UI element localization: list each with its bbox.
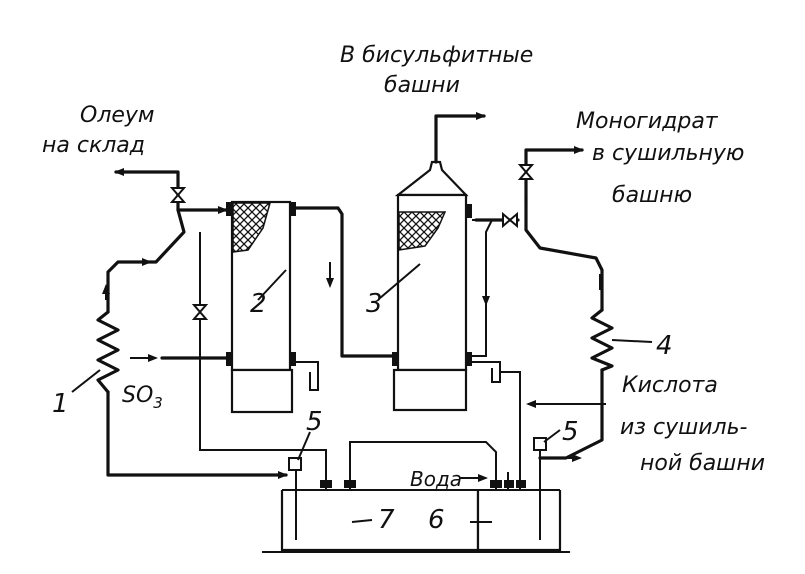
- absorber-2-tank: [230, 368, 294, 414]
- pipelines: [106, 112, 606, 480]
- number-7: 7: [378, 505, 395, 535]
- label-acid-line1: Кислота: [622, 373, 718, 398]
- absorber-2: [226, 200, 296, 414]
- number-5-left: 5: [306, 407, 323, 437]
- label-to-bisulfite-line1: В бисульфитные: [340, 43, 533, 68]
- absorber-3-tank: [392, 368, 468, 412]
- valve-left-line: [191, 304, 209, 320]
- label-to-bisulfite-line2: башни: [384, 73, 460, 98]
- number-5-right: 5: [562, 417, 579, 447]
- number-3: 3: [366, 289, 383, 319]
- label-acid-line3: ной башни: [640, 451, 765, 476]
- label-monohydrate-line3: башню: [612, 183, 692, 208]
- tank-6: [476, 490, 562, 552]
- label-water: Вода: [410, 467, 462, 491]
- cooler-4: [590, 308, 614, 372]
- pump-5-left: [288, 457, 302, 471]
- tanks: [262, 489, 570, 553]
- label-acid-line2: из сушиль-: [620, 415, 748, 440]
- tank-inlets: [320, 472, 526, 490]
- valve-oleum: [169, 187, 187, 203]
- number-2: 2: [250, 289, 267, 319]
- pump-5-right: [533, 437, 547, 451]
- number-4: 4: [656, 331, 673, 361]
- label-oleum-line1: Олеум: [80, 103, 155, 128]
- cooler-1: [96, 310, 120, 394]
- absorber-2-packing: [232, 202, 271, 253]
- label-so3: SO3: [122, 383, 163, 412]
- valve-right-line: [502, 211, 518, 229]
- label-oleum-line2: на склад: [42, 133, 145, 158]
- number-6: 6: [428, 505, 445, 535]
- label-monohydrate-line2: в сушильную: [592, 141, 744, 166]
- label-monohydrate-line1: Моногидрат: [576, 109, 719, 134]
- number-1: 1: [52, 389, 69, 419]
- valve-monohydrate: [517, 164, 535, 180]
- absorber-3: [392, 160, 472, 412]
- absorber-3-cone: [394, 160, 469, 197]
- absorber-3-packing: [398, 211, 447, 251]
